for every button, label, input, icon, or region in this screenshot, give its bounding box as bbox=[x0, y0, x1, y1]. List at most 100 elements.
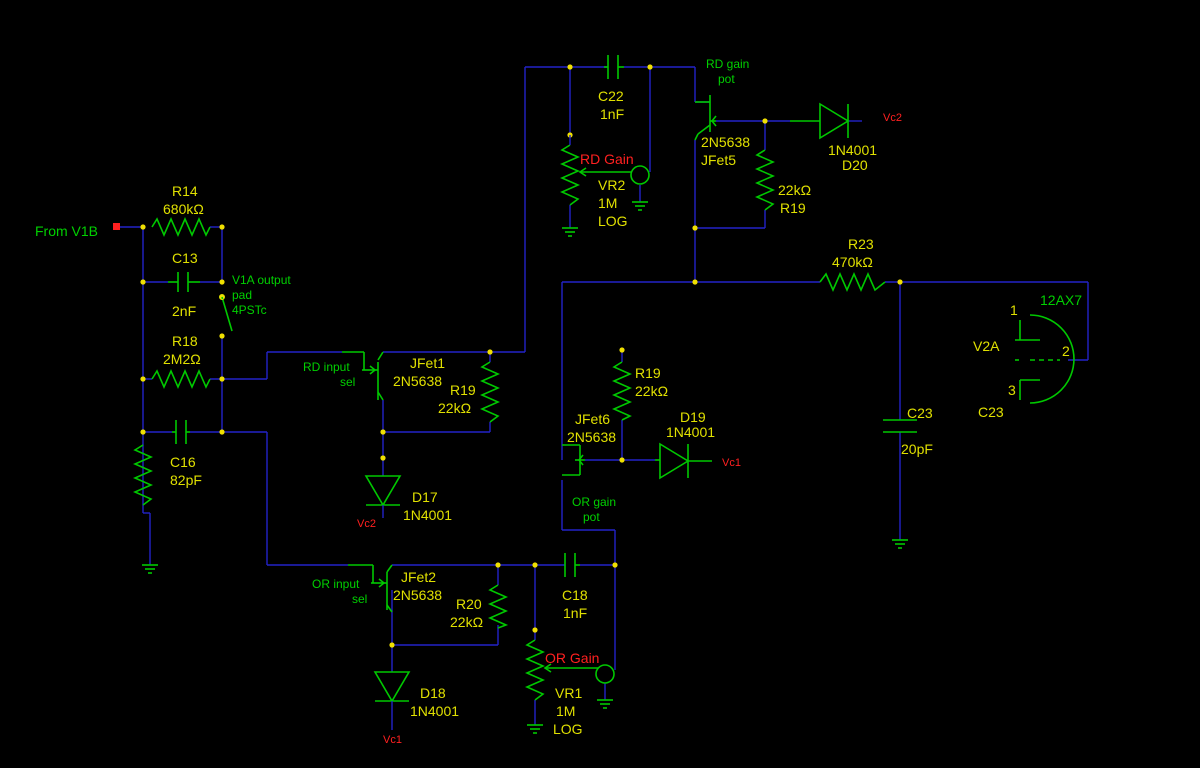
or-sel-label-1: OR input bbox=[312, 577, 360, 591]
switch-rd-input[interactable]: RD input sel bbox=[303, 360, 355, 389]
v1a-label-1: V1A output bbox=[232, 273, 291, 287]
c18-ref: C18 bbox=[562, 587, 588, 603]
jfet5-ref: JFet5 bbox=[701, 152, 736, 168]
v1a-label-3: 4PSTc bbox=[232, 303, 267, 317]
v2a-pin1: 1 bbox=[1010, 302, 1018, 318]
c13-value: 2nF bbox=[172, 303, 196, 319]
v2a-cathode: C23 bbox=[978, 404, 1004, 420]
vr1-taper: LOG bbox=[553, 721, 583, 737]
c18-value: 1nF bbox=[563, 605, 587, 621]
potentiometer-vr1[interactable]: OR Gain VR1 1M LOG bbox=[525, 639, 615, 737]
v2a-pin2: 2 bbox=[1062, 343, 1070, 359]
r20-ref: R20 bbox=[456, 596, 482, 612]
resistor-r19-b[interactable]: 22kΩ R19 bbox=[755, 149, 811, 216]
resistor-r20[interactable]: R20 22kΩ bbox=[450, 584, 509, 630]
rd-pot-label-1: RD gain bbox=[706, 57, 749, 71]
potentiometer-vr2[interactable]: RD Gain VR2 1M LOG bbox=[560, 135, 650, 229]
ground-icon bbox=[142, 564, 158, 574]
d19-value: 1N4001 bbox=[666, 424, 715, 440]
diode-d19[interactable]: D19 1N4001 Vc1 bbox=[655, 409, 741, 480]
v2a-type: 12AX7 bbox=[1040, 292, 1082, 308]
resistor-r14[interactable]: R14 680kΩ bbox=[151, 183, 211, 237]
jfet1[interactable]: JFet1 2N5638 bbox=[342, 351, 445, 401]
r14-ref: R14 bbox=[172, 183, 198, 199]
diode-d18[interactable]: D18 1N4001 Vc1 bbox=[373, 671, 459, 746]
jfet6-value: 2N5638 bbox=[567, 429, 616, 445]
r23-value: 470kΩ bbox=[832, 254, 873, 270]
v2a-ref: V2A bbox=[973, 338, 1000, 354]
capacitor-c16[interactable]: C16 82pF bbox=[170, 420, 202, 488]
r19b-value: 22kΩ bbox=[778, 182, 811, 198]
d18-ref: D18 bbox=[420, 685, 446, 701]
ground-icon bbox=[562, 227, 578, 237]
jfet2-ref: JFet2 bbox=[401, 569, 436, 585]
v1a-label-2: pad bbox=[232, 288, 252, 302]
ground-icon bbox=[527, 724, 543, 734]
d17-supply: Vc2 bbox=[357, 518, 376, 530]
junctions bbox=[140, 64, 903, 648]
r20-value: 22kΩ bbox=[450, 614, 483, 630]
diode-d20[interactable]: 1N4001 D20 Vc2 bbox=[790, 102, 902, 173]
jfet1-ref: JFet1 bbox=[410, 355, 445, 371]
wires bbox=[118, 66, 1089, 725]
rd-pot-label-2: pot bbox=[718, 72, 735, 86]
input-label: From V1B bbox=[35, 223, 98, 239]
diode-d17[interactable]: D17 1N4001 Vc2 bbox=[357, 475, 452, 530]
r19a-value: 22kΩ bbox=[438, 400, 471, 416]
jfet1-value: 2N5638 bbox=[393, 373, 442, 389]
jfet2[interactable]: JFet2 2N5638 bbox=[348, 564, 442, 613]
input-terminal[interactable] bbox=[113, 223, 120, 230]
ground-icon bbox=[597, 699, 613, 709]
r19c-value: 22kΩ bbox=[635, 383, 668, 399]
c16-value: 82pF bbox=[170, 472, 202, 488]
v2a-pin3: 3 bbox=[1008, 382, 1016, 398]
capacitor-c13[interactable]: C13 2nF bbox=[168, 250, 200, 319]
d20-supply: Vc2 bbox=[883, 112, 902, 124]
d19-ref: D19 bbox=[680, 409, 706, 425]
vr2-taper: LOG bbox=[598, 213, 628, 229]
capacitor-c23[interactable]: C23 20pF bbox=[883, 405, 933, 457]
jfet5[interactable]: RD gain pot 2N5638 JFet5 bbox=[694, 57, 750, 168]
switch-v1a-pad[interactable]: V1A output pad 4PSTc bbox=[219, 273, 292, 332]
or-sel-label-2: sel bbox=[352, 592, 367, 606]
r18-value: 2M2Ω bbox=[163, 351, 201, 367]
resistor-r18[interactable]: R18 2M2Ω bbox=[151, 333, 211, 389]
resistor-shunt[interactable] bbox=[133, 444, 153, 506]
vr1-value: 1M bbox=[556, 703, 575, 719]
d17-ref: D17 bbox=[412, 489, 438, 505]
resistor-r19-a[interactable]: R19 22kΩ bbox=[438, 361, 500, 423]
c16-ref: C16 bbox=[170, 454, 196, 470]
r19a-ref: R19 bbox=[450, 382, 476, 398]
c22-value: 1nF bbox=[600, 106, 624, 122]
capacitor-c18[interactable]: C18 1nF bbox=[562, 553, 588, 621]
r19c-ref: R19 bbox=[635, 365, 661, 381]
r14-value: 680kΩ bbox=[163, 201, 204, 217]
d20-value: 1N4001 bbox=[828, 142, 877, 158]
vr2-name: RD Gain bbox=[580, 151, 634, 167]
c23-ref: C23 bbox=[907, 405, 933, 421]
r19b-ref: R19 bbox=[780, 200, 806, 216]
or-pot-label-1: OR gain bbox=[572, 495, 616, 509]
capacitor-c22[interactable]: C22 1nF bbox=[598, 55, 624, 122]
vr2-value: 1M bbox=[598, 195, 617, 211]
d20-ref: D20 bbox=[842, 157, 868, 173]
d18-value: 1N4001 bbox=[410, 703, 459, 719]
rd-sel-label-1: RD input bbox=[303, 360, 350, 374]
resistor-r19-c[interactable]: R19 22kΩ bbox=[612, 361, 668, 421]
switch-or-input[interactable]: OR input sel bbox=[312, 577, 367, 606]
tube-v2a[interactable]: 1 2 3 V2A 12AX7 C23 bbox=[973, 292, 1082, 420]
c13-ref: C13 bbox=[172, 250, 198, 266]
d19-supply: Vc1 bbox=[722, 457, 741, 469]
vr2-ref: VR2 bbox=[598, 177, 625, 193]
jfet2-value: 2N5638 bbox=[393, 587, 442, 603]
vr1-name: OR Gain bbox=[545, 650, 599, 666]
rd-sel-label-2: sel bbox=[340, 375, 355, 389]
resistor-r23[interactable]: R23 470kΩ bbox=[819, 236, 886, 292]
jfet6[interactable]: JFet6 2N5638 OR gain pot bbox=[562, 411, 616, 524]
d18-supply: Vc1 bbox=[383, 734, 402, 746]
vr1-ref: VR1 bbox=[555, 685, 582, 701]
c23-value: 20pF bbox=[901, 441, 933, 457]
d17-value: 1N4001 bbox=[403, 507, 452, 523]
ground-icon bbox=[632, 201, 648, 211]
